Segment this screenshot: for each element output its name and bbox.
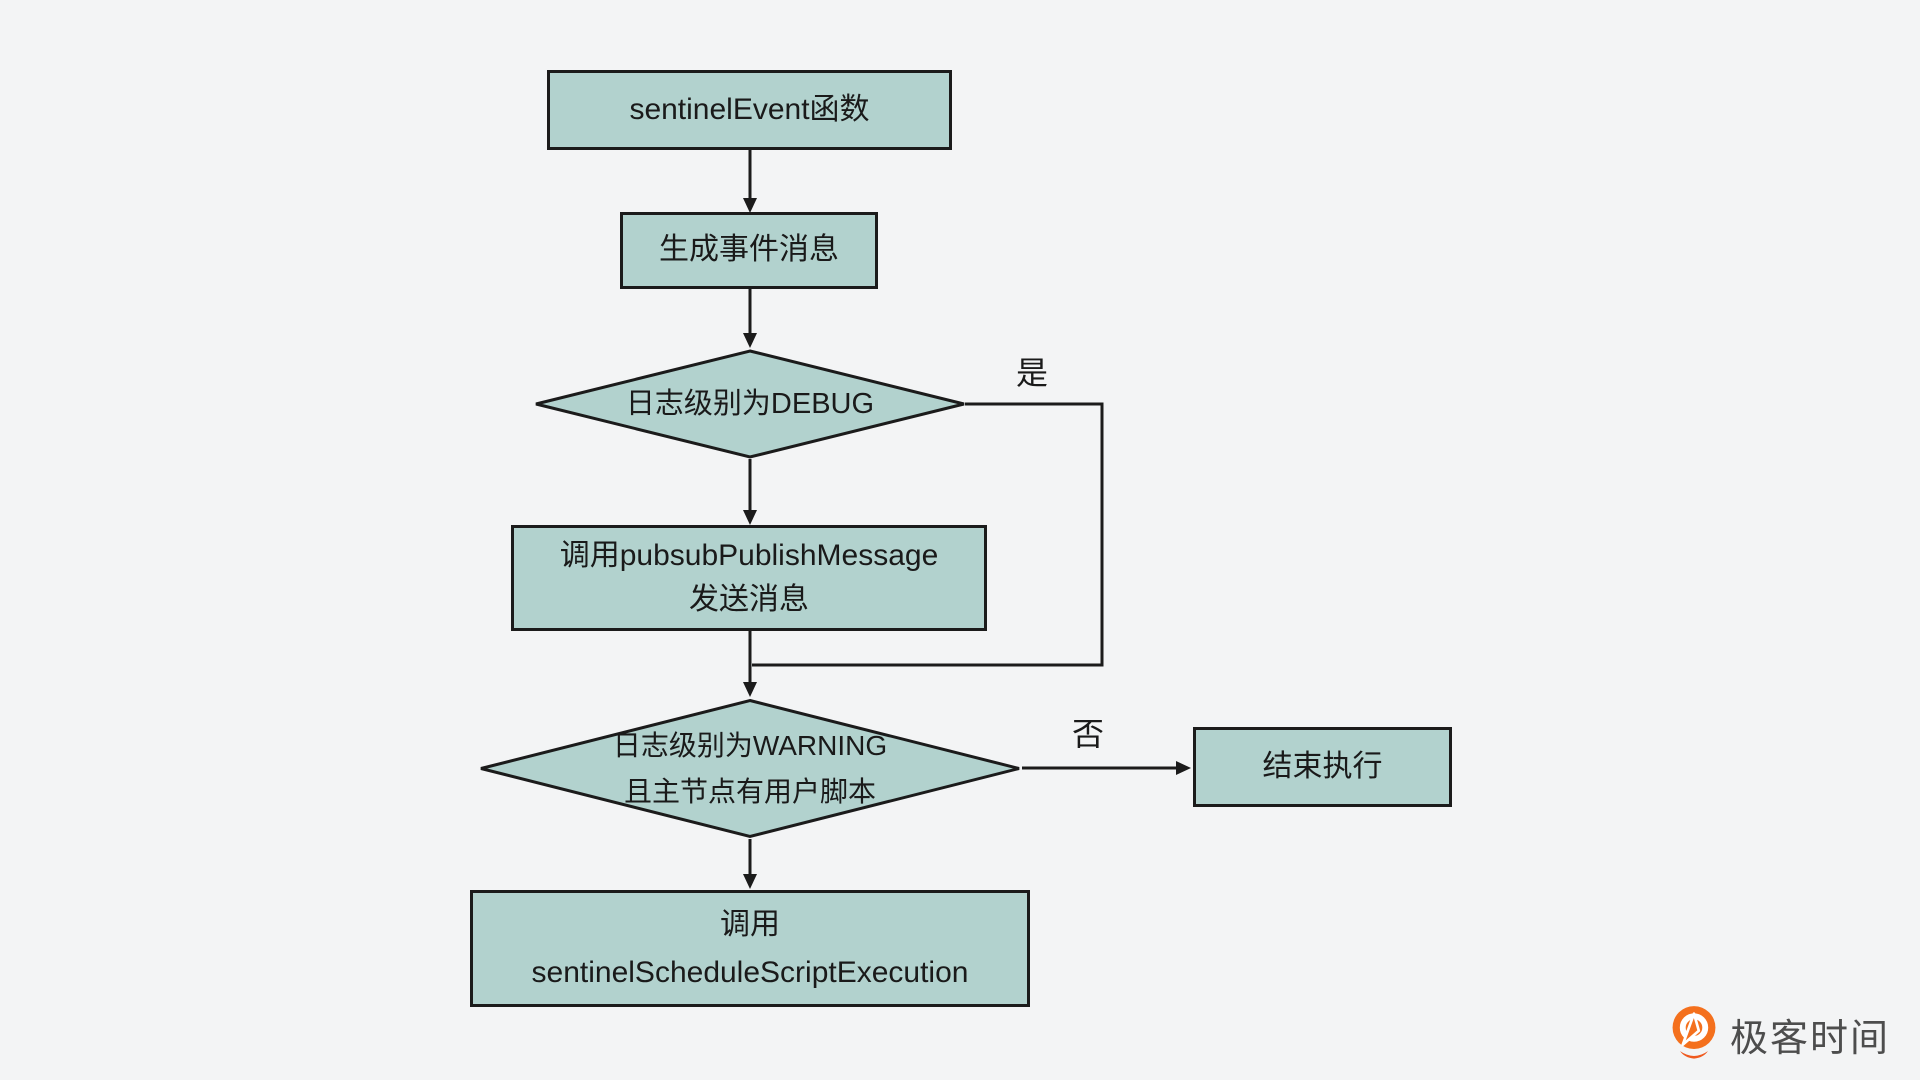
node-end-execution: 结束执行: [1193, 727, 1452, 807]
edge-label-no: 否: [1071, 716, 1104, 752]
decision-log-level-warning-user-script: 日志级别为WARNING 且主节点有用户脚本: [478, 698, 1022, 839]
decision-log-level-debug: 日志级别为DEBUG: [533, 349, 967, 459]
node-call-sentinel-schedule-script-execution: 调用 sentinelScheduleScriptExecution: [470, 890, 1030, 1007]
edge-label-yes: 是: [1015, 355, 1048, 391]
node-call-pubsub-publish-message: 调用pubsubPublishMessage 发送消息: [511, 525, 987, 631]
node-label: 日志级别为DEBUG: [625, 387, 875, 420]
node-label: 调用 sentinelScheduleScriptExecution: [531, 907, 969, 989]
geektime-brand-text: 极客时间: [1730, 1017, 1891, 1060]
arrowhead-down-icon: [743, 510, 757, 525]
geektime-watermark: 极客时间: [1668, 1004, 1890, 1064]
node-label: 日志级别为WARNING 且主节点有用户脚本: [612, 730, 888, 807]
diamond-shape: [535, 349, 965, 459]
arrowhead-down-icon: [743, 333, 757, 348]
node-label: 生成事件消息: [659, 233, 839, 267]
node-label: 调用pubsubPublishMessage 发送消息: [559, 538, 939, 616]
node-generate-event-message: 生成事件消息: [620, 212, 878, 289]
arrowhead-down-icon: [743, 874, 757, 889]
geektime-logo-icon: [1672, 1006, 1716, 1059]
node-sentinel-event-function: sentinelEvent函数: [547, 70, 952, 150]
node-label: 结束执行: [1262, 749, 1383, 783]
diamond-shape: [480, 698, 1020, 839]
connector-debug-yes-bypass: [752, 402, 1104, 667]
arrowhead-right-icon: [1176, 761, 1191, 775]
arrowhead-down-icon: [743, 198, 757, 213]
arrowhead-down-icon: [743, 682, 757, 697]
node-label: sentinelEvent函数: [629, 92, 870, 126]
